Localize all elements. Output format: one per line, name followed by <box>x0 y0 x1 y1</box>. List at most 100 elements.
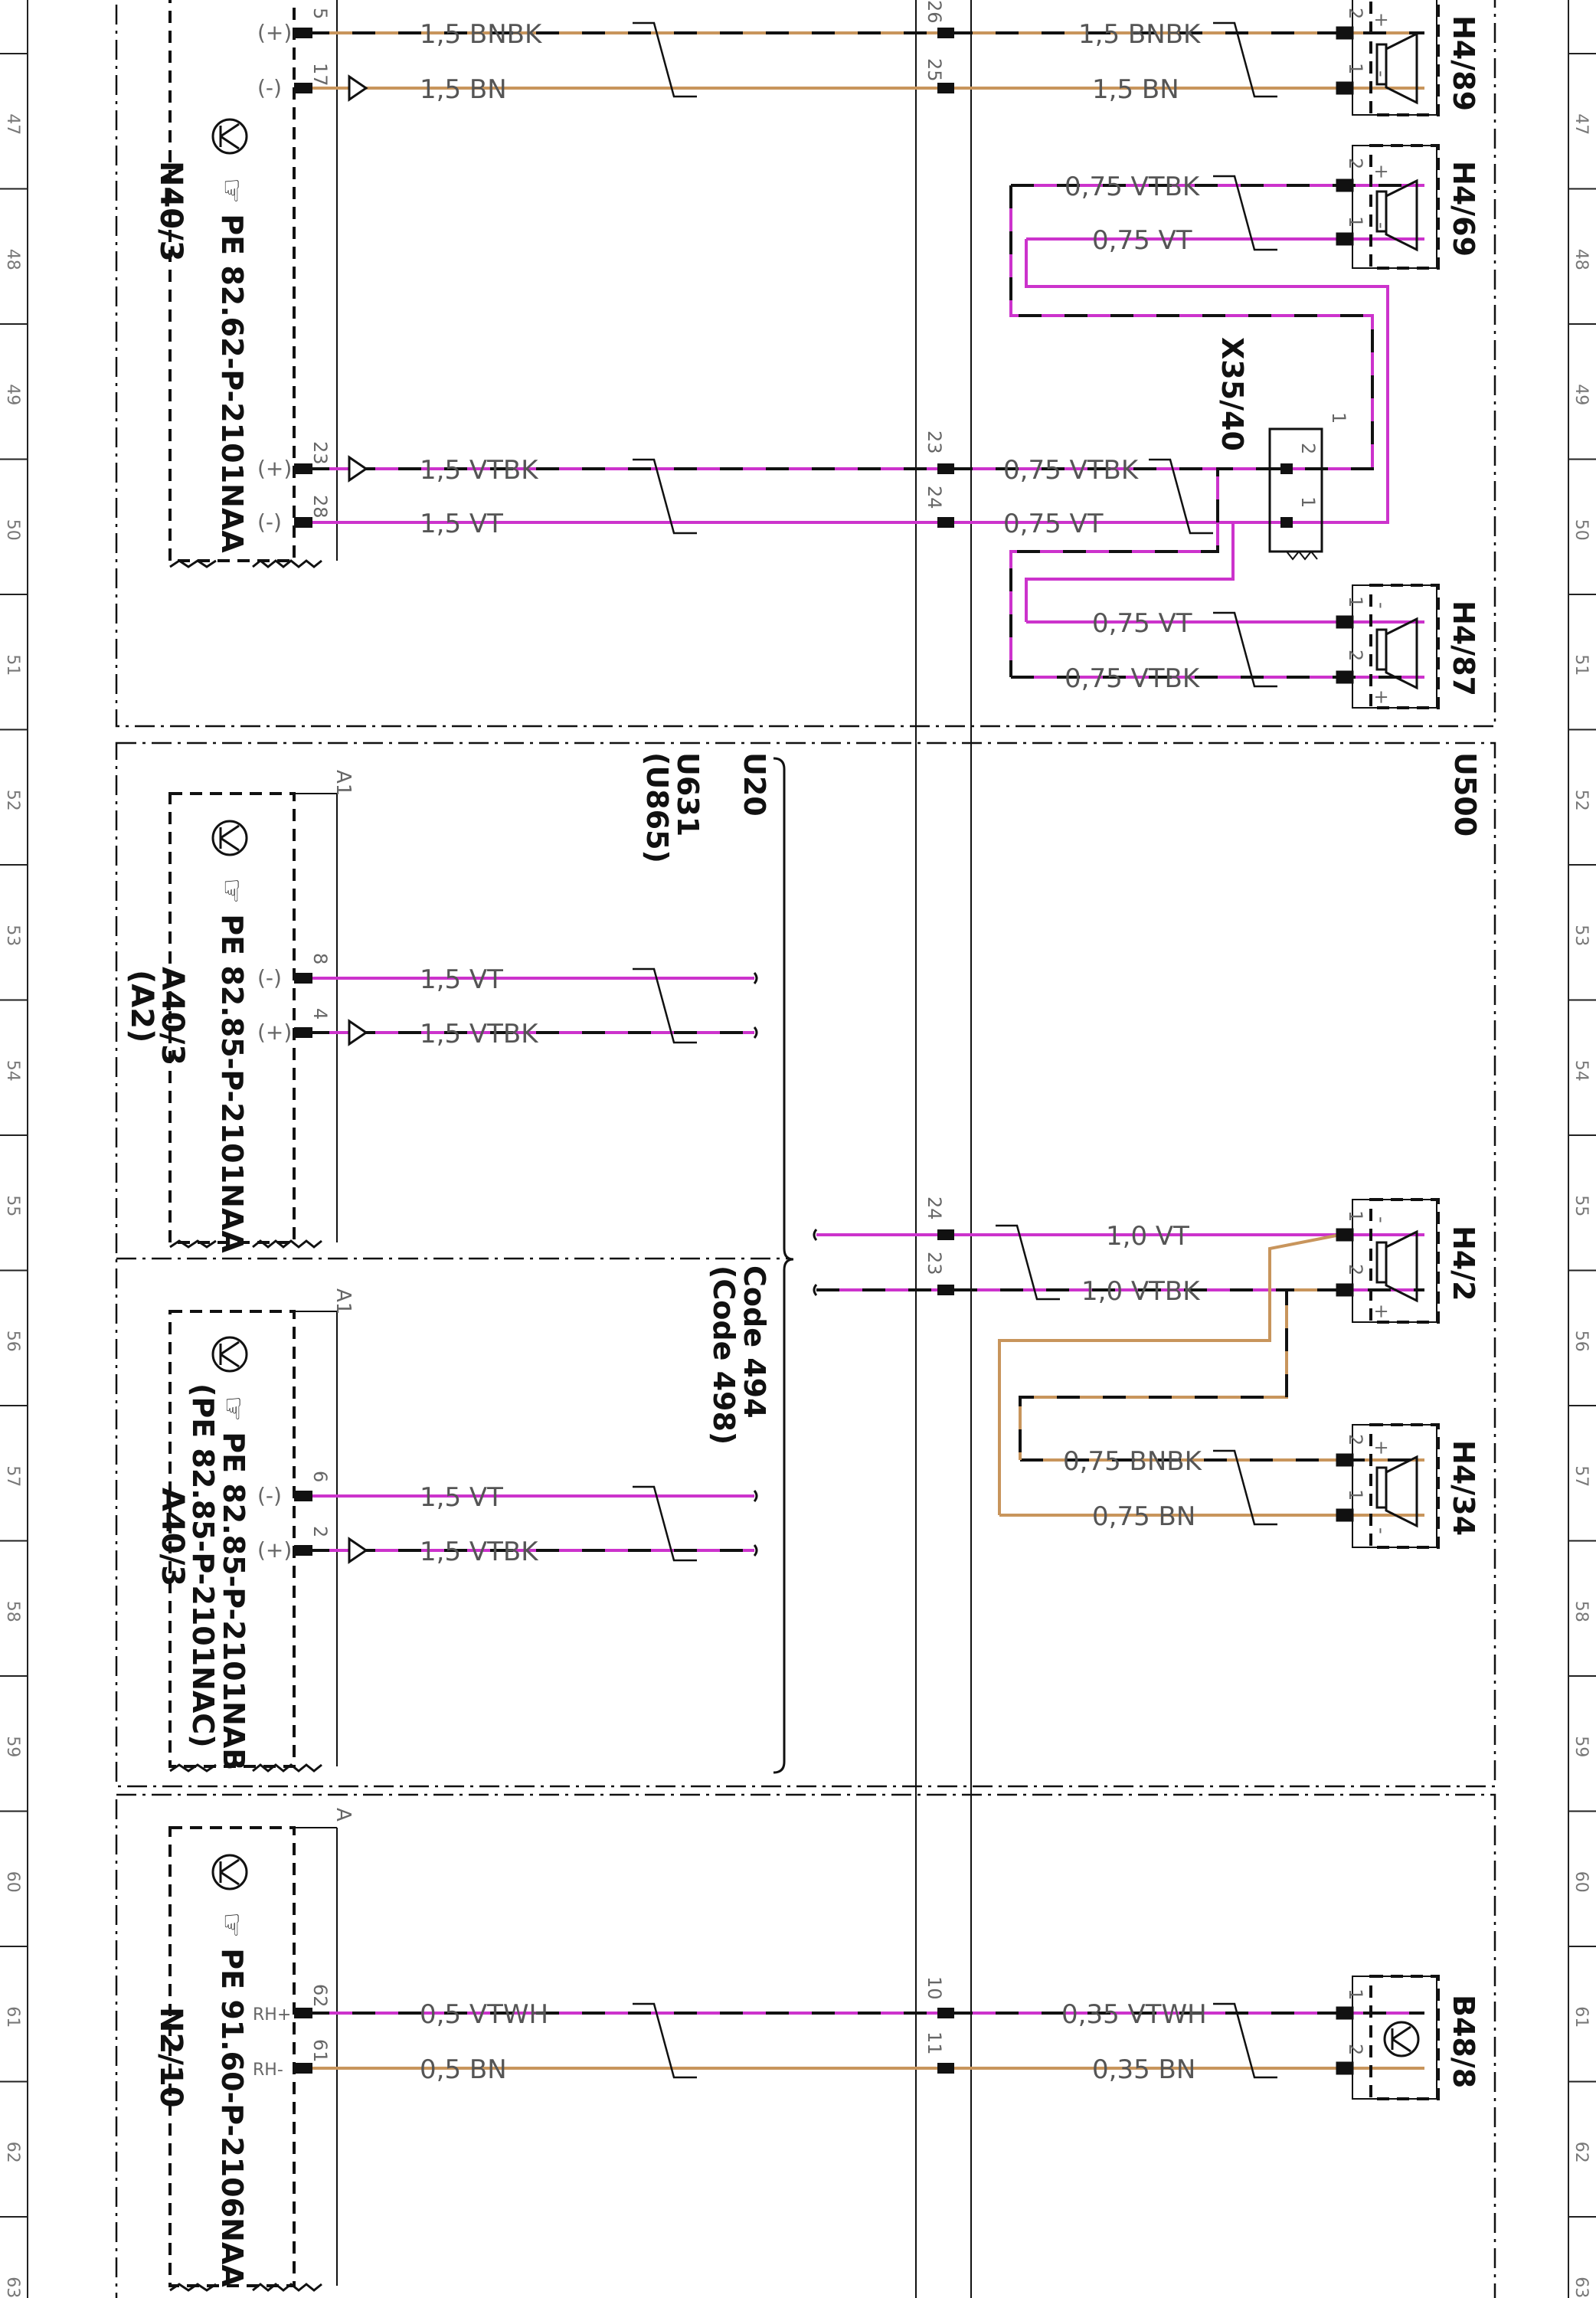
wire-spec: 0,5 BN <box>420 2054 507 2085</box>
wire-spec: 0,75 VTBK <box>1065 172 1201 202</box>
ruler-label: 52 <box>3 790 22 811</box>
ruler-label: 63 <box>1571 2277 1591 2298</box>
module-box-a40-3 <box>168 1310 296 1768</box>
ruler-label: 57 <box>1571 1465 1591 1487</box>
connector-label: X35/40 <box>1215 337 1249 451</box>
hand-pointer-icon: ☞ <box>215 878 249 914</box>
speaker-pin: 2 <box>1345 1434 1366 1445</box>
speaker-polarity: - <box>1371 1216 1392 1223</box>
wire-spec: 0,5 VTWH <box>420 1999 548 2030</box>
wire-spec: 0,75 VT <box>1092 225 1192 256</box>
speaker-polarity: + <box>1371 689 1392 705</box>
component-label-h4-87: H4/87 <box>1447 601 1480 696</box>
ruler-label: 61 <box>3 2006 22 2028</box>
polarity-label: (+) <box>257 1020 292 1045</box>
speaker-pin: 1 <box>1345 1989 1366 2000</box>
connector-pin-number: 25 <box>924 58 945 82</box>
wire-spec: 1,5 BNBK <box>1078 19 1202 50</box>
ruler-label: 51 <box>3 654 22 676</box>
speaker-pin: 2 <box>1345 650 1366 661</box>
module-a40-3: ☞ PE 82.85-P-2101NAB (PE 82.85-P-2101NAC… <box>155 1336 250 1770</box>
code-u631: U631 <box>671 752 705 836</box>
wire-spec: 1,0 VTBK <box>1081 1276 1201 1307</box>
pin-number: 17 <box>309 63 331 87</box>
speaker-pin: 1 <box>1345 63 1366 74</box>
code-bracket <box>773 757 794 1774</box>
transistor-icon <box>211 1336 248 1373</box>
wire-spec: 0,35 VTWH <box>1061 1999 1207 2030</box>
speaker-h4-69 <box>1336 144 1440 270</box>
component-label: N2/10 <box>153 2007 188 2108</box>
ruler-label: 62 <box>3 2142 22 2163</box>
wire-spec: 1,5 VT <box>420 509 503 539</box>
code-498: (Code 498) <box>707 1265 741 1445</box>
ruler-label: 56 <box>1571 1331 1591 1352</box>
ruler-label: 55 <box>1571 1195 1591 1216</box>
speaker-polarity: - <box>1371 222 1392 229</box>
polarity-label: (-) <box>257 75 282 100</box>
connector-pin-label: 1 <box>1328 412 1349 424</box>
speaker-h4-89 <box>1336 0 1440 116</box>
wire-spec: 1,5 BN <box>1092 74 1179 105</box>
ruler-label: 54 <box>3 1060 22 1082</box>
wire-spec: 0,75 VT <box>1092 608 1192 639</box>
polarity-label: RH- <box>253 2061 283 2080</box>
ruler-label: 56 <box>3 1331 22 1352</box>
ruler-label: 47 <box>3 113 22 135</box>
wire-spec: 0,75 BN <box>1092 1501 1195 1532</box>
speaker-polarity: - <box>1371 1527 1392 1534</box>
hand-pointer-icon: ☞ <box>215 178 249 214</box>
module-n2-10: ☞ PE 91.60-P-2106NAA N2/10 <box>153 1854 249 2287</box>
connector-pin-number: 23 <box>924 430 945 454</box>
wire-spec: 0,75 VTBK <box>1003 455 1140 486</box>
ruler-label: 48 <box>3 249 22 270</box>
speaker-polarity: + <box>1371 1304 1392 1319</box>
hand-pointer-icon: ☞ <box>215 1912 249 1948</box>
pin-number: 4 <box>309 1008 331 1020</box>
pe-document-ref: ☞ PE 82.62-P-2101NAA <box>215 178 249 553</box>
group-box-middle <box>115 741 1496 1788</box>
component-label-h4-34: H4/34 <box>1447 1440 1480 1536</box>
pe-document-ref-alt: (PE 82.85-P-2101NAC) <box>186 1383 220 1748</box>
speaker-polarity: + <box>1371 12 1392 28</box>
ruler-label: 50 <box>3 519 22 541</box>
wire-spec: 0,75 BNBK <box>1063 1446 1203 1477</box>
component-label: A40/3 <box>155 967 190 1066</box>
triangle-icon <box>348 455 368 483</box>
ruler-label: 55 <box>3 1195 22 1216</box>
speaker-pin: 1 <box>1345 1210 1366 1222</box>
conn-label-n2-10: A <box>332 1808 355 1822</box>
triangle-icon <box>348 1019 368 1046</box>
ruler-label: 62 <box>1571 2142 1591 2163</box>
code-494: Code 494 <box>737 1265 771 1419</box>
pin-number: 62 <box>309 1984 331 2008</box>
connector-pin-label: 1 <box>1297 496 1319 508</box>
speaker-polarity: - <box>1371 70 1392 77</box>
component-label-h4-89: H4/89 <box>1447 15 1480 111</box>
polarity-label: (-) <box>257 1483 282 1508</box>
wire-spec: 1,5 VTBK <box>420 1019 539 1049</box>
speaker-icon <box>1385 617 1418 690</box>
speaker-pin: 2 <box>1345 2044 1366 2055</box>
hand-pointer-icon: ☞ <box>217 1396 250 1432</box>
speaker-pin: 1 <box>1345 216 1366 228</box>
ruler-label: 48 <box>1571 249 1591 270</box>
polarity-label: RH+ <box>253 2005 291 2025</box>
pin-number: 61 <box>309 2039 331 2063</box>
polarity-label: (+) <box>257 456 292 481</box>
speaker-h4-2 <box>1336 1198 1440 1324</box>
ruler-label: 54 <box>1571 1060 1591 1082</box>
connector-pin-number: 11 <box>924 2031 945 2055</box>
ruler-label: 52 <box>1571 790 1591 811</box>
connector-pin-label: 2 <box>1297 443 1319 454</box>
ruler-label: 57 <box>3 1465 22 1487</box>
wire-spec: 0,75 VTBK <box>1065 663 1201 694</box>
ruler-label: 53 <box>1571 925 1591 946</box>
pe-document-ref: ☞ PE 82.85-P-2101NAB <box>217 1396 250 1770</box>
speaker-icon <box>1385 1455 1418 1528</box>
polarity-label: (-) <box>257 509 282 535</box>
speaker-pin: 2 <box>1345 1264 1366 1275</box>
speaker-icon <box>1385 31 1418 105</box>
